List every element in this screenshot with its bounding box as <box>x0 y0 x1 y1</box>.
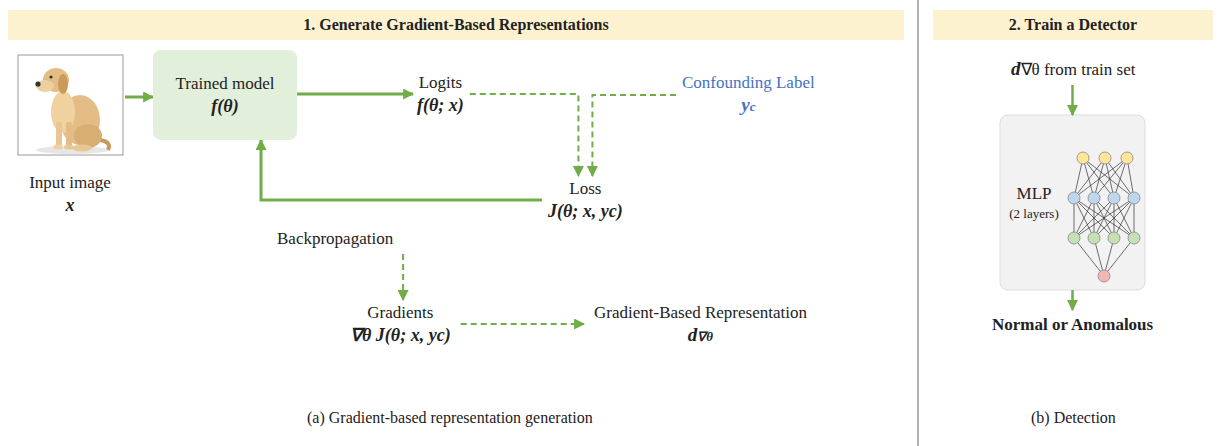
input-image: Input imagex <box>15 55 125 216</box>
mlp-network <box>1000 115 1145 290</box>
node-text: f(θ; x) <box>417 94 464 116</box>
node-text: J(θ; x, yc) <box>548 200 623 222</box>
node-text: yc <box>682 94 815 118</box>
dashed-flow-arrow <box>461 323 584 325</box>
flow-arrow <box>297 93 413 96</box>
network-link <box>1094 158 1127 198</box>
network-link <box>1074 198 1134 238</box>
step-node: Backpropagation <box>273 226 397 252</box>
output-node: Normal or Anomalous <box>988 312 1157 338</box>
node-text: 1. Generate Gradient-Based Representatio… <box>303 14 608 36</box>
network-link <box>1074 198 1094 238</box>
model-box: Trained modelf(θ) <box>153 50 297 140</box>
network-neuron <box>1099 152 1111 164</box>
node-text: d∇θ <box>594 324 807 348</box>
mlp-box: MLP(2 layers) <box>1000 115 1145 290</box>
flow-arrow <box>1071 290 1074 310</box>
panel-caption: (b) Detection <box>1031 408 1116 428</box>
network-neuron <box>1098 270 1110 282</box>
network-neuron <box>1128 192 1140 204</box>
flow-arrow <box>125 96 153 99</box>
network-neuron <box>1121 152 1133 164</box>
dashed-flow-arrow <box>470 94 579 176</box>
network-neuron <box>1068 232 1080 244</box>
node-text: Normal or Anomalous <box>992 314 1153 336</box>
node-text: ∇θ J(θ; x, yc) <box>350 324 451 346</box>
logits-node: Logitsf(θ; x) <box>413 70 468 118</box>
node-text: (2 layers) <box>1004 205 1064 223</box>
gradient-node: Gradients∇θ J(θ; x, yc) <box>346 300 455 348</box>
network-link <box>1074 238 1104 276</box>
network-link <box>1114 198 1134 238</box>
flow-arrow <box>1071 85 1074 115</box>
network-link <box>1114 198 1134 238</box>
network-neuron <box>1088 232 1100 244</box>
node-text: x <box>15 194 125 216</box>
flow-arrow <box>261 140 542 200</box>
node-text: Backpropagation <box>277 228 393 250</box>
section-band: 1. Generate Gradient-Based Representatio… <box>8 10 904 40</box>
node-text: Confounding Label <box>682 72 815 94</box>
dog-photo <box>18 55 123 155</box>
dashed-flow-arrow <box>592 95 676 176</box>
network-neuron <box>1088 192 1100 204</box>
node-text: Trained model <box>175 73 274 95</box>
representation-node: Gradient-Based Representationd∇θ <box>590 300 811 350</box>
node-text: f(θ) <box>211 95 238 117</box>
network-link <box>1074 198 1134 238</box>
network-neuron <box>1077 152 1089 164</box>
network-link <box>1104 238 1134 276</box>
network-link <box>1074 198 1094 238</box>
node-text: d∇θ from train set <box>1011 58 1135 81</box>
network-neuron <box>1068 192 1080 204</box>
loss-node: LossJ(θ; x, yc) <box>544 176 627 224</box>
node-text: MLP <box>1004 183 1064 205</box>
network-neuron <box>1108 232 1120 244</box>
node-text: Gradient-Based Representation <box>594 302 807 324</box>
node-text: 2. Train a Detector <box>1009 14 1137 36</box>
panel-caption: (a) Gradient-based representation genera… <box>307 408 593 428</box>
node-text: Input image <box>15 172 125 194</box>
node-text: Gradients <box>350 302 451 324</box>
network-neuron <box>1108 192 1120 204</box>
network-neuron <box>1128 232 1140 244</box>
panel-divider <box>918 0 919 446</box>
dashed-flow-arrow <box>402 254 404 300</box>
input-node: d∇θ from train set <box>1007 56 1139 83</box>
section-band: 2. Train a Detector <box>933 10 1213 40</box>
node-text: Logits <box>417 72 464 94</box>
node-text: Loss <box>548 178 623 200</box>
label-node: Confounding Labelyc <box>678 70 819 120</box>
